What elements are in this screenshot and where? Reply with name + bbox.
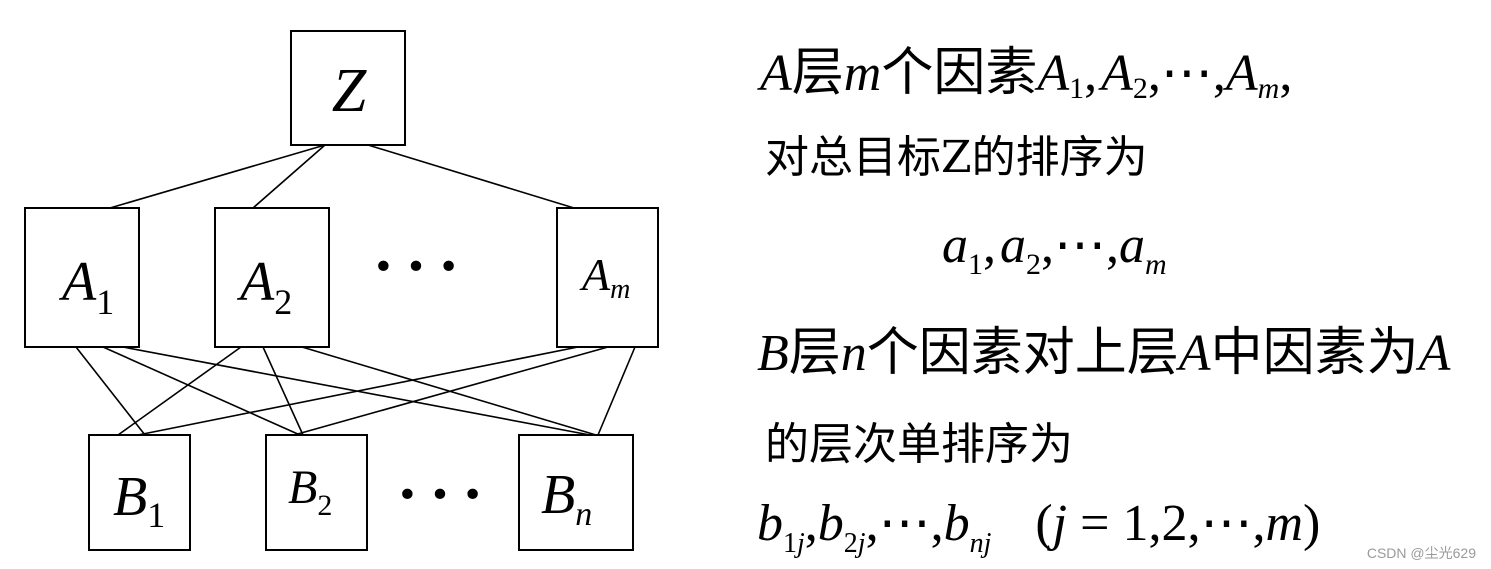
edge-am-b1 — [137, 346, 579, 436]
description-text: A层m个因素A1,A2,⋯,Am, 对总目标Z的排序为 a1,a2,⋯,am B… — [757, 43, 1451, 559]
node-a1: A1 — [24, 207, 140, 348]
node-am: Am — [556, 207, 659, 348]
line-1: A层m个因素A1,A2,⋯,Am, — [757, 43, 1292, 105]
edge-z-a2 — [252, 144, 326, 209]
node-bn-letter: B — [541, 464, 575, 526]
node-bn: Bn — [518, 434, 634, 551]
node-a2-label: A2 — [236, 251, 292, 322]
node-am-letter: A — [579, 249, 611, 300]
node-bn-subscript: n — [575, 496, 592, 533]
node-a2-letter: A — [236, 251, 275, 313]
edge-am-b2 — [293, 346, 609, 436]
edge-z-am — [367, 144, 575, 209]
line-5: 的层次单排序为 — [765, 419, 1073, 470]
line-2: 对总目标Z的排序为 — [765, 132, 1148, 183]
node-a1-subscript: 1 — [96, 282, 114, 322]
node-b2-subscript: 2 — [317, 489, 332, 522]
node-b2-label: B2 — [288, 461, 332, 522]
edge-a2-b2 — [262, 346, 304, 436]
node-b1-label: B1 — [113, 466, 165, 535]
node-a2: A2 — [214, 207, 330, 348]
node-am-subscript: m — [610, 274, 630, 305]
edge-a1-b2 — [102, 346, 301, 436]
node-z: Z — [290, 30, 406, 146]
line-3: a1,a2,⋯,am — [942, 217, 1167, 281]
line-6: b1j,b2j,⋯,bnj(j = 1,2,⋯,m) — [757, 495, 1320, 559]
node-b2: B2 — [265, 434, 368, 551]
middle-ellipsis: • • • — [373, 247, 460, 288]
line-4: B层n个因素对上层A中因素为A — [757, 323, 1451, 383]
node-bn-label: Bn — [541, 464, 592, 533]
bottom-ellipsis: • • • — [397, 475, 484, 516]
node-b2-letter: B — [288, 461, 317, 514]
connection-lines — [75, 144, 636, 436]
node-z-box — [290, 30, 406, 146]
edge-am-bn — [597, 346, 636, 436]
node-b1: B1 — [88, 434, 191, 551]
node-z-letter: Z — [332, 57, 367, 125]
node-b2-box — [265, 434, 368, 551]
edge-a2-b1 — [117, 346, 242, 436]
node-a1-letter: A — [58, 251, 97, 313]
node-b1-letter: B — [113, 466, 147, 528]
node-a2-subscript: 2 — [274, 282, 292, 322]
edge-z-a1 — [109, 144, 326, 209]
node-am-label: Am — [579, 249, 630, 305]
csdn-watermark: CSDN @尘光629 — [1367, 545, 1476, 561]
node-am-box — [556, 207, 659, 348]
node-a2-box — [214, 207, 330, 348]
node-a1-box — [24, 207, 140, 348]
node-bn-box — [518, 434, 634, 551]
edge-a1-b1 — [75, 346, 146, 436]
node-b1-subscript: 1 — [147, 495, 165, 535]
node-a1-label: A1 — [58, 251, 114, 322]
node-b1-box — [88, 434, 191, 551]
